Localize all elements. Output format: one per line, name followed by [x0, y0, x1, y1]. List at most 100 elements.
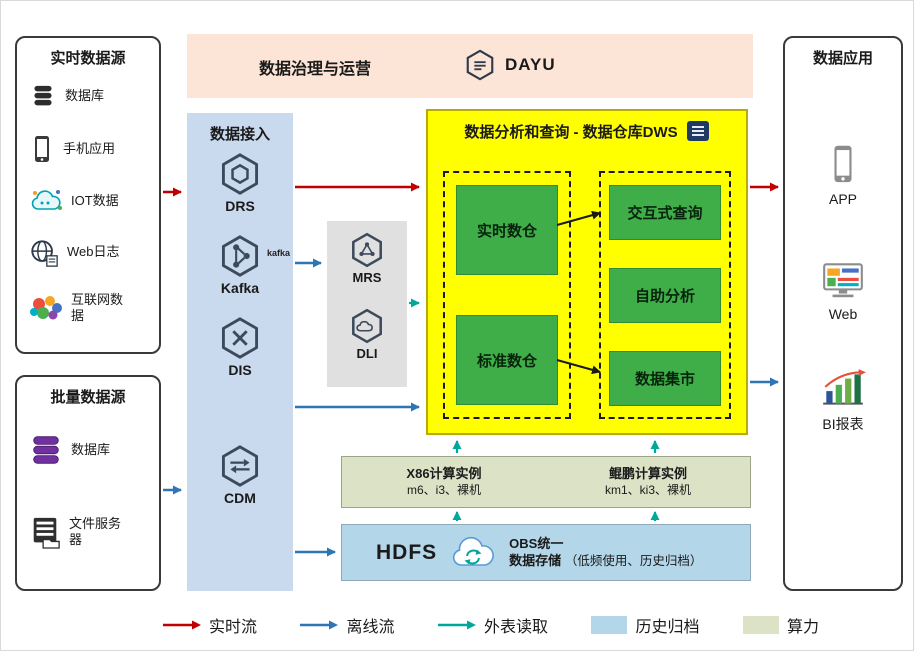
kunpeng-instances: 鲲鹏计算实例 km1、ki3、裸机: [546, 466, 750, 498]
app-phone-icon: [827, 143, 859, 187]
module-standard-warehouse: 标准数仓: [456, 315, 558, 405]
hdfs-label: HDFS: [376, 540, 438, 564]
legend-label: 算力: [786, 619, 819, 636]
dis-icon: [217, 315, 263, 361]
compute-swatch: [742, 616, 779, 634]
legend-compute: 算力: [742, 613, 819, 637]
dli-icon: [348, 307, 386, 345]
ingestion-item-label: DIS: [228, 362, 252, 378]
processing-panel: MRS DLI: [327, 221, 407, 387]
x86-spec: m6、i3、裸机: [406, 482, 481, 497]
blue-arrow-icon: [300, 619, 339, 631]
batch-sources-list: 数据库 文件服务器: [17, 407, 159, 583]
kunpeng-spec: km1、ki3、裸机: [604, 482, 691, 497]
legend-label: 外表读取: [483, 619, 548, 636]
web-monitor-icon: [820, 260, 866, 302]
database-icon: [29, 82, 57, 110]
obs-line1: OBS统一: [509, 535, 564, 551]
dws-title-text: 数据分析和查询 - 数据仓库DWS: [464, 123, 678, 141]
x86-instances: X86计算实例 m6、i3、裸机: [342, 466, 546, 498]
legend-realtime-flow: 实时流: [163, 613, 257, 637]
cdm-icon: [217, 443, 263, 489]
list-item: Web日志: [29, 238, 153, 268]
iot-icon: [29, 188, 63, 214]
module-interactive-query: 交互式查询: [609, 185, 721, 240]
mrs-icon: [348, 231, 386, 269]
obs-label: OBS统一 数据存储 （低频使用、历史归档）: [509, 535, 702, 570]
kafka-badge: kafka: [266, 248, 290, 258]
obs-cloud-icon: [449, 536, 497, 570]
drs-icon: [217, 151, 263, 197]
ingestion-item-dis: DIS: [187, 315, 293, 378]
module-data-mart: 数据集市: [609, 351, 721, 406]
application-item-label: BI报表: [822, 416, 864, 432]
ingestion-item-label: Kafka: [220, 280, 260, 296]
dayu-brand: DAYU: [463, 48, 556, 82]
phone-icon: [29, 134, 55, 164]
realtime-sources-panel: 实时数据源 数据库 手机应用 IOT数据: [15, 36, 161, 354]
legend-label: 离线流: [346, 619, 395, 636]
ingestion-item-cdm: CDM: [187, 443, 293, 506]
list-item: 数据库: [29, 82, 153, 110]
ingestion-panel: 数据接入 DRS kafka Kafka DIS CDM: [187, 113, 293, 591]
ingestion-item-drs: DRS: [187, 151, 293, 214]
dayu-label: DAYU: [505, 55, 556, 74]
list-item: 数据库: [29, 433, 153, 467]
list-item: 手机应用: [29, 134, 153, 164]
compute-instances-bar: X86计算实例 m6、i3、裸机 鲲鹏计算实例 km1、ki3、裸机: [341, 456, 751, 508]
application-item-label: APP: [828, 191, 857, 207]
bi-report-icon: [819, 368, 867, 410]
application-item-web: Web: [785, 260, 901, 322]
application-item-app: APP: [785, 143, 901, 207]
ingestion-title: 数据接入: [209, 126, 270, 143]
legend-offline-flow: 离线流: [300, 613, 395, 637]
web-log-icon: [29, 238, 59, 268]
list-item: 文件服务器: [29, 515, 153, 549]
processing-item-mrs: MRS: [327, 231, 407, 285]
processing-item-label: DLI: [356, 346, 378, 361]
module-realtime-warehouse: 实时数仓: [456, 185, 558, 275]
services-group: 交互式查询 自助分析 数据集市: [599, 171, 731, 419]
item-label: Web日志: [67, 244, 120, 260]
item-label: 数据库: [71, 441, 111, 457]
legend: 实时流 离线流 外表读取 历史归档 算力: [163, 613, 819, 637]
applications-title: 数据应用: [812, 50, 873, 67]
legend-label: 历史归档: [635, 619, 700, 636]
governance-banner: 数据治理与运营 DAYU: [187, 34, 753, 98]
dws-title: 数据分析和查询 - 数据仓库DWS: [428, 120, 746, 142]
x86-title: X86计算实例: [406, 465, 482, 481]
legend-label: 实时流: [209, 619, 258, 636]
item-label: 互联网数据: [71, 291, 124, 323]
list-item: IOT数据: [29, 188, 153, 214]
item-label: 文件服务器: [69, 515, 122, 547]
dayu-icon: [463, 48, 497, 82]
legend-external-read: 外表读取: [437, 613, 548, 637]
internet-data-icon: [29, 294, 63, 322]
file-server-icon: [29, 515, 61, 549]
archive-swatch: [591, 616, 628, 634]
realtime-sources-title: 实时数据源: [50, 50, 126, 67]
item-label: 数据库: [65, 87, 105, 103]
obs-line2: 数据存储: [509, 553, 562, 569]
processing-item-label: MRS: [352, 270, 382, 285]
applications-panel: 数据应用 APP Web BI报表: [783, 36, 903, 591]
list-item: 互联网数据: [29, 292, 153, 325]
ingestion-item-label: CDM: [224, 490, 256, 506]
kafka-icon: [217, 233, 263, 279]
teal-arrow-icon: [437, 619, 476, 631]
module-self-service-analysis: 自助分析: [609, 268, 721, 323]
application-item-label: Web: [828, 306, 858, 322]
storage-bar: HDFS OBS统一 数据存储 （低频使用、历史归档）: [341, 524, 751, 581]
processing-item-dli: DLI: [327, 307, 407, 361]
obs-note: （低频使用、历史归档）: [564, 554, 703, 569]
batch-sources-panel: 批量数据源 数据库 文件服务器: [15, 375, 161, 591]
legend-archive: 历史归档: [591, 613, 699, 637]
item-label: IOT数据: [71, 192, 119, 208]
ingestion-item-kafka: kafka Kafka: [187, 233, 293, 296]
dws-panel: 数据分析和查询 - 数据仓库DWS 实时数仓 标准数仓 交互式查询 自助分析 数…: [426, 109, 748, 435]
item-label: 手机应用: [63, 140, 116, 156]
dws-warehouse-icon: [686, 120, 710, 142]
ingestion-item-label: DRS: [225, 198, 255, 214]
red-arrow-icon: [163, 619, 201, 631]
